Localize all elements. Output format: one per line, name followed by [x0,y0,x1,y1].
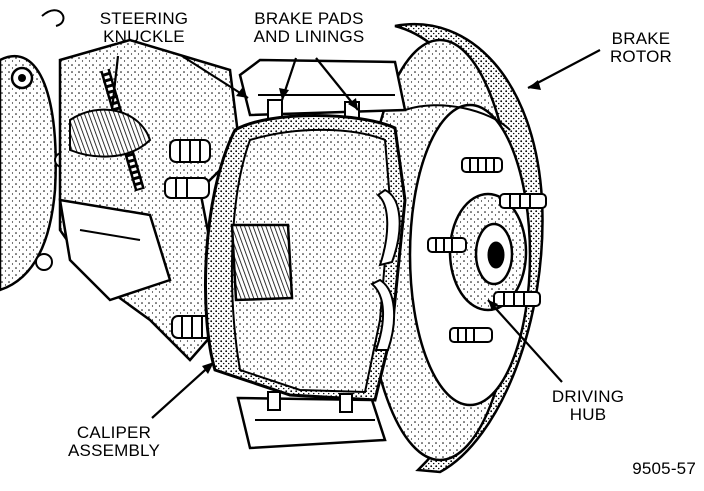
driving-hub [427,157,547,343]
figure-id: 9505-57 [632,459,696,478]
label-brake-pads-line1: BRAKE PADS [254,9,364,28]
label-caliper-assembly: CALIPER ASSEMBLY [58,424,170,460]
label-driving-hub-line2: HUB [569,405,607,424]
label-brake-rotor: BRAKE ROTOR [596,30,686,66]
label-caliper-assembly-line1: CALIPER [76,423,152,442]
leader-lines [110,49,601,419]
label-steering-knuckle-line2: KNUCKLE [103,27,185,46]
label-brake-pads: BRAKE PADS AND LININGS [236,10,382,46]
wheel-studs [427,157,547,343]
label-driving-hub-line1: DRIVING [551,387,625,406]
steering-knuckle [0,9,242,362]
leader-arrowheads [202,80,541,374]
caliper-assembly [204,58,407,450]
label-brake-rotor-line1: BRAKE [611,29,671,48]
label-steering-knuckle-line1: STEERING [99,9,189,28]
label-driving-hub: DRIVING HUB [540,388,636,424]
label-caliper-assembly-line2: ASSEMBLY [68,441,160,460]
label-brake-rotor-line2: ROTOR [609,47,673,66]
label-brake-pads-line2: AND LININGS [253,27,365,46]
label-steering-knuckle: STEERING KNUCKLE [92,10,196,46]
